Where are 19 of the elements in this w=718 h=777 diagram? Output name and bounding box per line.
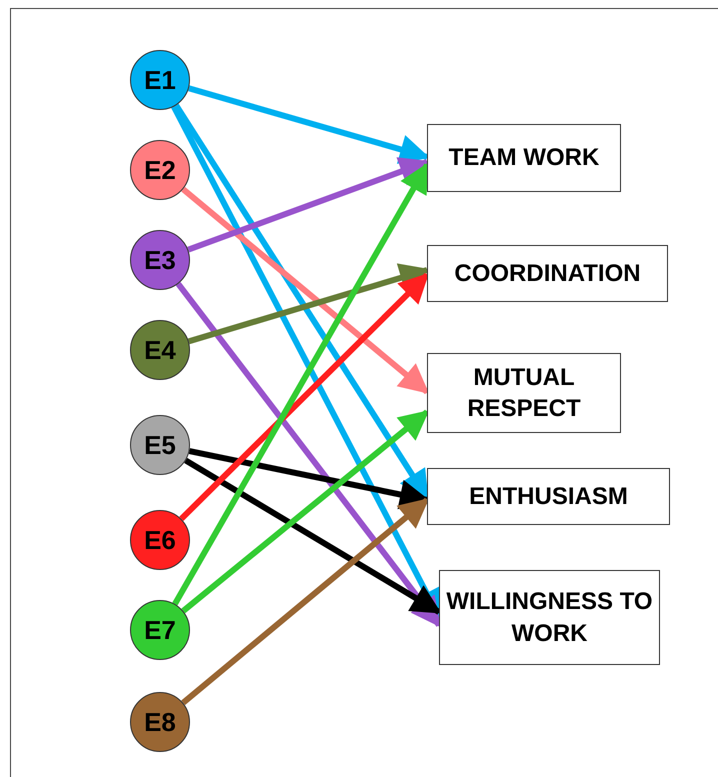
circle-node: E1 <box>130 50 190 110</box>
circle-node: E8 <box>130 692 190 752</box>
circle-node: E4 <box>130 320 190 380</box>
arrow <box>176 282 442 628</box>
text-box: MUTUAL RESPECT <box>427 353 621 433</box>
circle-node: E7 <box>130 600 190 660</box>
circle-node: E3 <box>130 230 190 290</box>
circle-node: E6 <box>130 510 190 570</box>
text-box: TEAM WORK <box>427 124 621 192</box>
arrow <box>181 410 430 614</box>
circle-node: E5 <box>130 415 190 475</box>
text-box: ENTHUSIASM <box>427 468 670 525</box>
arrow <box>172 162 430 606</box>
text-box: COORDINATION <box>427 245 668 302</box>
arrow <box>181 186 430 394</box>
text-box: WILLINGNESS TO WORK <box>439 570 660 665</box>
circle-node: E2 <box>130 140 190 200</box>
arrow <box>179 272 430 522</box>
arrow <box>181 498 430 706</box>
